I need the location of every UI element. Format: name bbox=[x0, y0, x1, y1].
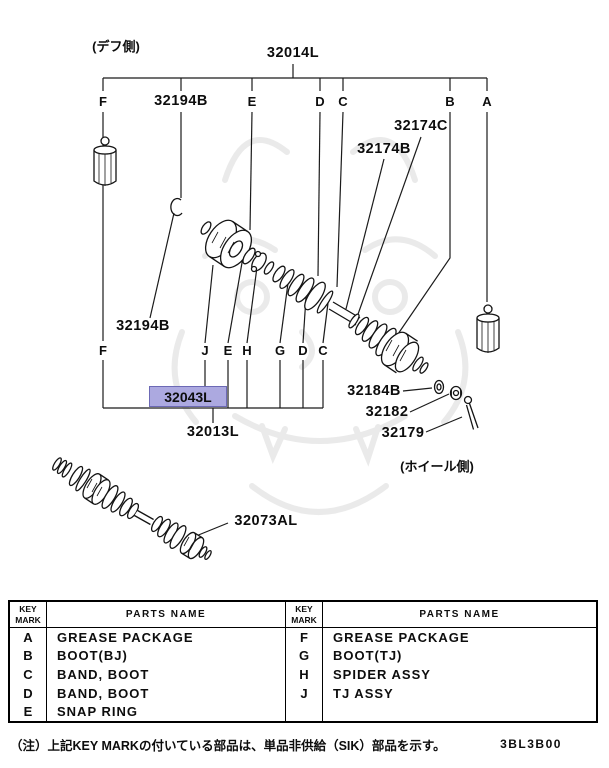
key-mark-header-left: KEY MARK bbox=[10, 602, 47, 628]
key-mark-E-bottom: E bbox=[223, 343, 233, 358]
parts-name-cell: GREASE PACKAGE bbox=[333, 629, 470, 645]
part-label-32014L[interactable]: 32014L bbox=[266, 45, 320, 61]
key-mark-G-bottom: G bbox=[274, 343, 286, 358]
diff-side-label: (デフ側) bbox=[92, 39, 140, 54]
key-mark-header-right: KEY MARK bbox=[286, 602, 323, 628]
parts-name-cell: BOOT(TJ) bbox=[333, 648, 403, 664]
part-label-32179[interactable]: 32179 bbox=[381, 425, 425, 441]
key-mark-J-bottom: J bbox=[201, 343, 209, 358]
part-label-32174C[interactable]: 32174C bbox=[394, 118, 448, 134]
part-label-32194B-bottom[interactable]: 32194B bbox=[116, 318, 170, 334]
boot-tj bbox=[272, 265, 334, 314]
key-mark-E-top: E bbox=[247, 94, 257, 109]
key-mark-A-top: A bbox=[482, 94, 492, 109]
wheel-side-label: (ホイール側) bbox=[400, 459, 474, 474]
part-label-32013L[interactable]: 32013L bbox=[186, 424, 240, 440]
part-label-32182[interactable]: 32182 bbox=[365, 404, 409, 420]
washer bbox=[433, 379, 445, 395]
parts-name-cell: BOOT(BJ) bbox=[47, 646, 286, 666]
part-label-32194B-top[interactable]: 32194B bbox=[154, 93, 208, 109]
key-cell: B bbox=[10, 646, 47, 666]
parts-name-cell: SNAP RING bbox=[47, 702, 286, 721]
cotter-pin bbox=[463, 395, 479, 430]
parts-name-cell: SPIDER ASSY bbox=[333, 666, 431, 682]
spider-and-rings bbox=[242, 247, 275, 275]
grease-cylinder-left bbox=[93, 136, 117, 186]
key-mark-D-top: D bbox=[315, 94, 325, 109]
drawing-code: 3BL3B00 bbox=[500, 737, 562, 751]
footnote: （注）上記KEY MARKの付いている部品は、単品非供給（SIK）部品を示す。 bbox=[10, 739, 446, 753]
key-cell: G bbox=[286, 646, 323, 666]
key-cell: J bbox=[286, 683, 323, 703]
part-label-32174B[interactable]: 32174B bbox=[357, 141, 411, 157]
part-label-32184B[interactable]: 32184B bbox=[347, 383, 401, 399]
shaft bbox=[328, 301, 361, 329]
key-mark-D-bottom: D bbox=[298, 343, 308, 358]
key-cell: D bbox=[10, 683, 47, 703]
key-cell: C bbox=[10, 665, 47, 684]
key-mark-H-bottom: H bbox=[242, 343, 252, 358]
parts-diagram: (デフ側) 32014L F 32194B E D C B A 32174C 3… bbox=[52, 39, 500, 561]
circlip bbox=[170, 197, 183, 217]
parts-name-cell: BAND, BOOT bbox=[47, 683, 286, 703]
key-cell: H bbox=[286, 665, 323, 684]
key-cell: E bbox=[10, 702, 47, 721]
inner-joint-housing bbox=[200, 219, 253, 269]
key-cell bbox=[286, 702, 323, 721]
key-mark-C-bottom: C bbox=[318, 343, 328, 358]
axle-assembly bbox=[52, 457, 212, 561]
key-mark-B-top: B bbox=[445, 94, 455, 109]
parts-name-table: KEY MARK PARTS NAME KEY MARK PARTS NAME … bbox=[8, 600, 598, 723]
parts-name-cell: BAND, BOOT bbox=[47, 665, 286, 684]
key-cell: F bbox=[286, 628, 323, 647]
parts-name-header-right: PARTS NAME bbox=[323, 602, 596, 628]
parts-name-header-left: PARTS NAME bbox=[47, 602, 286, 628]
key-mark-F-bottom: F bbox=[99, 343, 107, 358]
key-mark-F-top: F bbox=[99, 94, 107, 109]
nut bbox=[449, 385, 463, 401]
part-label-32073AL[interactable]: 32073AL bbox=[234, 513, 298, 529]
key-cell: A bbox=[10, 628, 47, 647]
boot-bj bbox=[354, 316, 397, 357]
part-label-32043L[interactable]: 32043L bbox=[149, 386, 227, 407]
parts-diagram-drawing bbox=[52, 64, 500, 561]
parts-name-cell: GREASE PACKAGE bbox=[47, 628, 286, 647]
parts-name-cell: TJ ASSY bbox=[333, 685, 394, 701]
key-mark-C-top: C bbox=[338, 94, 348, 109]
parts-name-cell bbox=[323, 702, 596, 721]
parts-shapes bbox=[52, 136, 500, 561]
grease-cylinder-right bbox=[476, 304, 500, 353]
outer-joint-housing bbox=[380, 331, 429, 374]
